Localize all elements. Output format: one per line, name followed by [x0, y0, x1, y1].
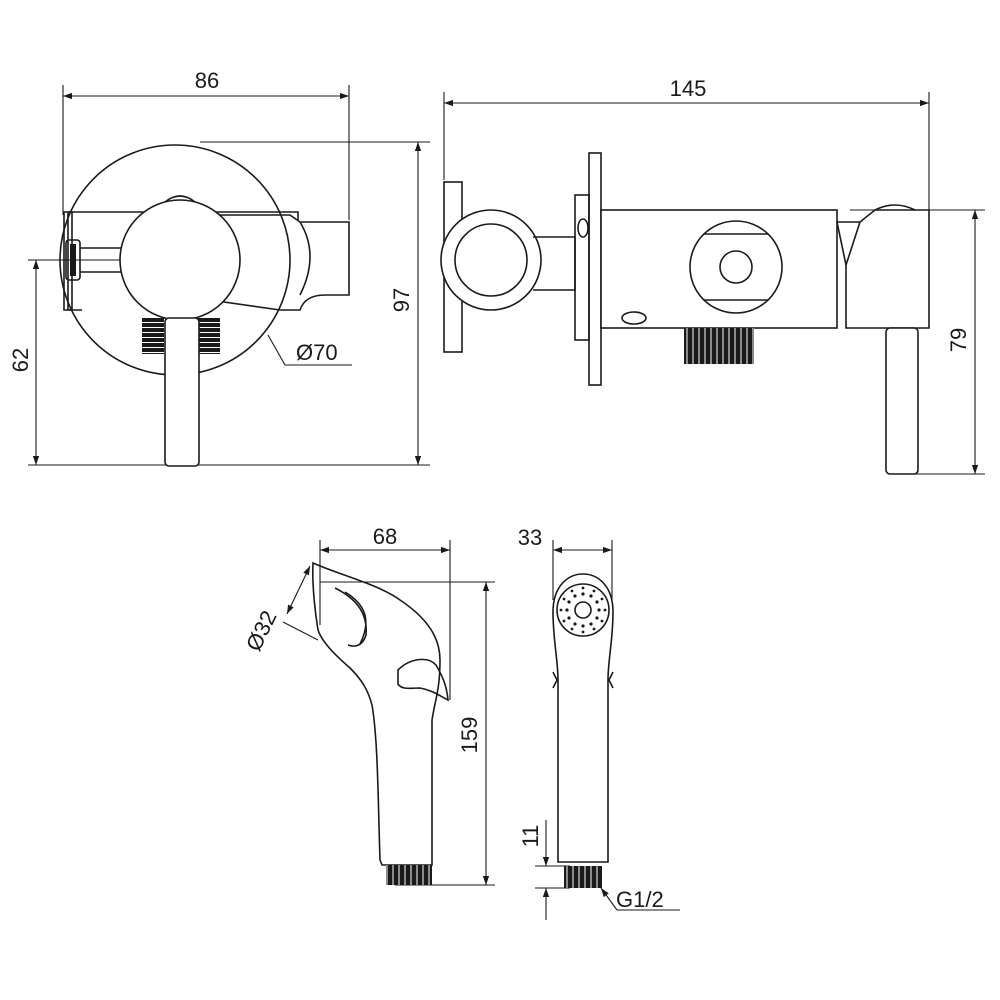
bottom-thread — [684, 328, 754, 364]
dimension-label-side-length: 145 — [670, 76, 707, 101]
lever-handle — [164, 317, 200, 467]
side-knob — [65, 239, 81, 281]
shower-front-connector — [564, 866, 602, 888]
holder-curve — [299, 221, 311, 296]
plate-screw — [577, 218, 589, 238]
dimension-label-front-height: 97 — [389, 288, 414, 312]
holder-ring-inner — [454, 223, 528, 297]
dimension-label-shower-width: 68 — [373, 524, 397, 549]
dimension-label-front-width: 86 — [195, 68, 219, 93]
cartridge-body — [119, 199, 241, 321]
side-knob-inner — [70, 244, 76, 276]
head-band — [334, 587, 367, 647]
hand-shower-front-view: 33 11 — [518, 525, 680, 920]
head-band-inner — [344, 591, 367, 645]
cartridge-circle — [689, 220, 783, 314]
lever-head — [836, 209, 930, 329]
dimension-label-head-diameter: Ø32 — [241, 607, 282, 655]
thread-right — [198, 318, 220, 354]
hand-shower-side-view: 68 159 Ø32 — [241, 524, 495, 886]
holder-ring-outer — [440, 209, 542, 311]
cartridge-center — [719, 250, 753, 284]
dimension-line-head-diameter — [286, 565, 311, 615]
wall-plate — [588, 152, 602, 386]
side-notch-left — [552, 671, 558, 689]
dimension-label-shower-side-width: 33 — [518, 525, 542, 550]
body-pin — [621, 311, 647, 325]
lever-rod — [885, 327, 919, 475]
shower-front-body — [552, 573, 614, 863]
bracket-edge — [63, 211, 73, 311]
front-view: 86 97 62 Ø70 — [8, 68, 430, 467]
shower-trigger — [397, 658, 449, 702]
dimension-label-shower-height: 159 — [457, 717, 482, 754]
shower-connector — [386, 865, 432, 885]
diameter-leader — [267, 334, 286, 366]
thread-leader — [600, 887, 618, 911]
dimension-label-side-height: 79 — [946, 328, 971, 352]
holder-arm — [209, 214, 350, 311]
thread-left — [142, 318, 164, 354]
dimension-label-connector-length: 11 — [518, 825, 543, 848]
side-view: 145 79 — [440, 76, 985, 475]
dimension-label-axis-height: 62 — [8, 348, 33, 372]
spray-holes — [559, 586, 607, 634]
lever-head-edge — [845, 221, 861, 266]
extension-line — [282, 621, 319, 641]
spray-face — [556, 583, 610, 637]
cartridge-top — [164, 195, 196, 203]
dimension-label-thread: G1/2 — [616, 887, 664, 912]
wall-plate-small — [574, 194, 590, 341]
side-notch-right — [608, 671, 614, 689]
dimension-label-diameter: Ø70 — [296, 340, 338, 365]
spray-center — [574, 601, 592, 619]
lever-head-top — [874, 204, 916, 211]
shower-body-outline — [312, 561, 441, 866]
